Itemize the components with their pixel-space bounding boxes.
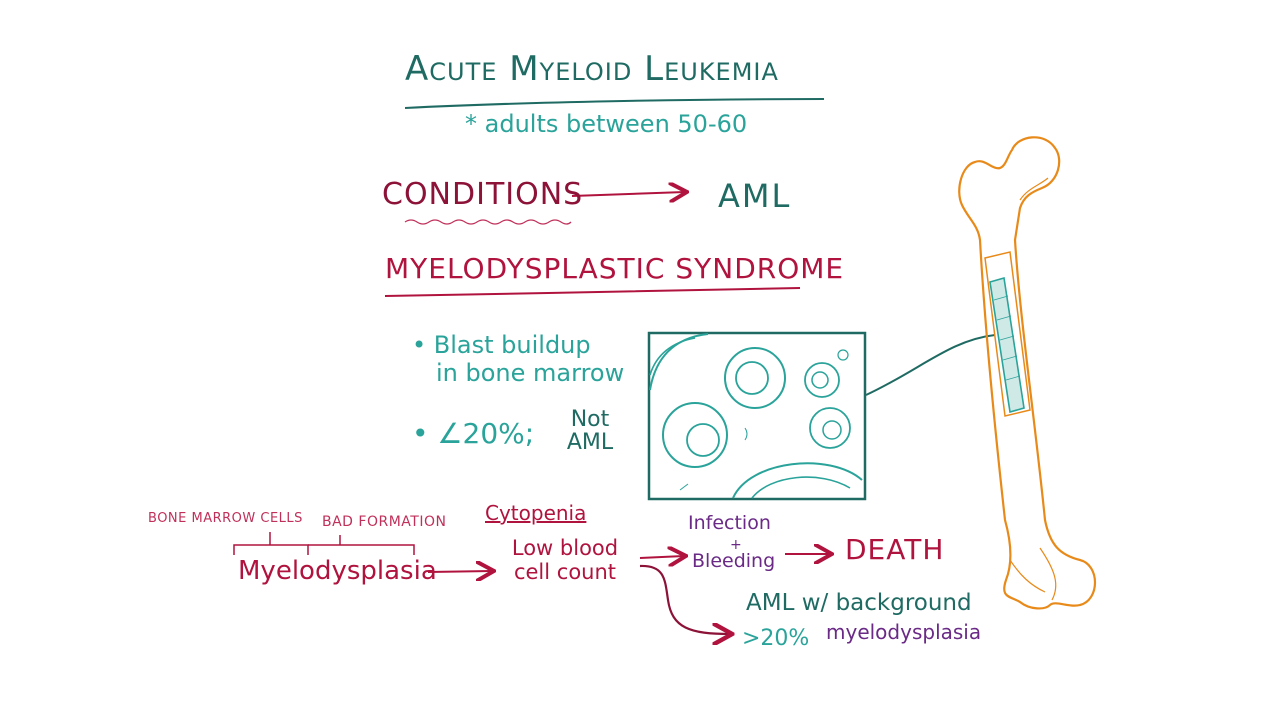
femur-bone-illustration: [958, 136, 1096, 610]
title-underline: [404, 98, 825, 109]
myelodysplasia-label: Myelodysplasia: [238, 556, 437, 586]
myelo-to-lowblood-arrow: [427, 571, 492, 572]
conditions-label: CONDITIONS: [382, 177, 584, 212]
bleeding-label: Bleeding: [692, 550, 776, 572]
bullet-blast-line2: in bone marrow: [436, 359, 625, 387]
conditions-squiggle: [404, 219, 572, 225]
syndrome-heading: MYELODYSPLASTIC SYNDROME: [385, 252, 845, 285]
infection-label: Infection: [688, 512, 771, 534]
bone-marrow-cells-label: BONE MARROW CELLS: [148, 511, 303, 526]
subtitle: * adults between 50-60: [465, 110, 748, 138]
cytopenia-label: Cytopenia: [485, 501, 587, 525]
page-title: Acute Myeloid Leukemia: [405, 49, 779, 89]
lowblood-to-aml-arrow: [639, 564, 730, 634]
greater-20-label: >20%: [742, 626, 810, 651]
low-blood-label: Low blood cell count: [511, 536, 619, 585]
bullet-blast-line1: • Blast buildup: [412, 331, 591, 359]
bullet-percent: • ∠20%;: [412, 417, 535, 450]
aml-label: AML: [718, 177, 792, 215]
not-aml-label: Not AML: [566, 407, 614, 456]
death-label: DEATH: [845, 533, 945, 566]
bracket-bad-formation: [308, 535, 415, 555]
bad-formation-label: BAD FORMATION: [322, 514, 447, 530]
conditions-to-aml-arrow: [571, 192, 685, 196]
plus-sign: +: [730, 537, 742, 553]
syndrome-underline: [384, 287, 801, 297]
box-to-bone-connector: [865, 334, 996, 396]
bone-marrow-cells-diagram: [647, 331, 867, 501]
myelodysplasia-small-label: myelodysplasia: [826, 620, 982, 644]
lowblood-to-infection-arrow: [639, 556, 684, 558]
aml-background-label: AML w/ background: [746, 590, 972, 616]
bracket-bone-marrow: [233, 532, 309, 555]
